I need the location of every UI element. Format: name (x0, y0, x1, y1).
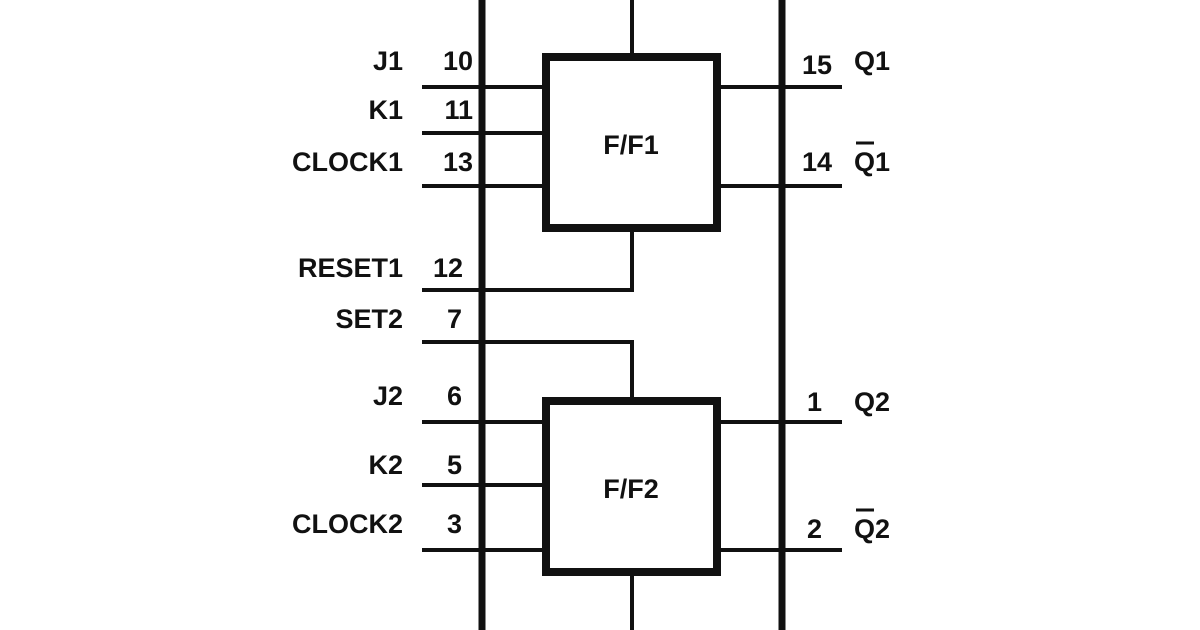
ff1-reset-wire (422, 229, 634, 292)
right-pin-number: 14 (802, 147, 832, 177)
left-signal-label: CLOCK1 (292, 147, 403, 177)
flip-flop-1-label: F/F1 (603, 130, 659, 160)
left-pin-number: 10 (443, 46, 473, 76)
left-signal-label: K2 (368, 450, 403, 480)
right-signal-label: Q2 (854, 387, 890, 417)
left-signal-label: CLOCK2 (292, 509, 403, 539)
left-pin-number: 6 (447, 381, 462, 411)
left-pin-number: 3 (447, 509, 462, 539)
left-pin-number: 12 (433, 253, 463, 283)
left-signal-label: K1 (368, 95, 403, 125)
left-signal-label: J2 (373, 381, 403, 411)
flip-flop-2-box (542, 397, 721, 576)
right-signal-label: Q1 (854, 46, 890, 76)
right-signal-label: Q2 (854, 514, 890, 544)
flip-flop-2-label: F/F2 (603, 474, 659, 504)
right-pin-number: 1 (807, 387, 822, 417)
flip-flop-1-box (542, 53, 721, 232)
flip-flop-1: F/F1 (542, 53, 721, 232)
left-pin-number: 7 (447, 304, 462, 334)
right-pin-number: 15 (802, 50, 832, 80)
ff2-set-wire (422, 340, 634, 398)
flip-flop-2: F/F2 (542, 397, 721, 576)
right-pin-number: 2 (807, 514, 822, 544)
right-signal-label: Q1 (854, 147, 890, 177)
left-pin-number: 11 (444, 95, 473, 125)
left-signal-label: J1 (373, 46, 403, 76)
left-pin-number: 5 (447, 450, 462, 480)
left-pin-number: 13 (443, 147, 473, 177)
left-signal-label: SET2 (335, 304, 403, 334)
left-signal-label: RESET1 (298, 253, 403, 283)
